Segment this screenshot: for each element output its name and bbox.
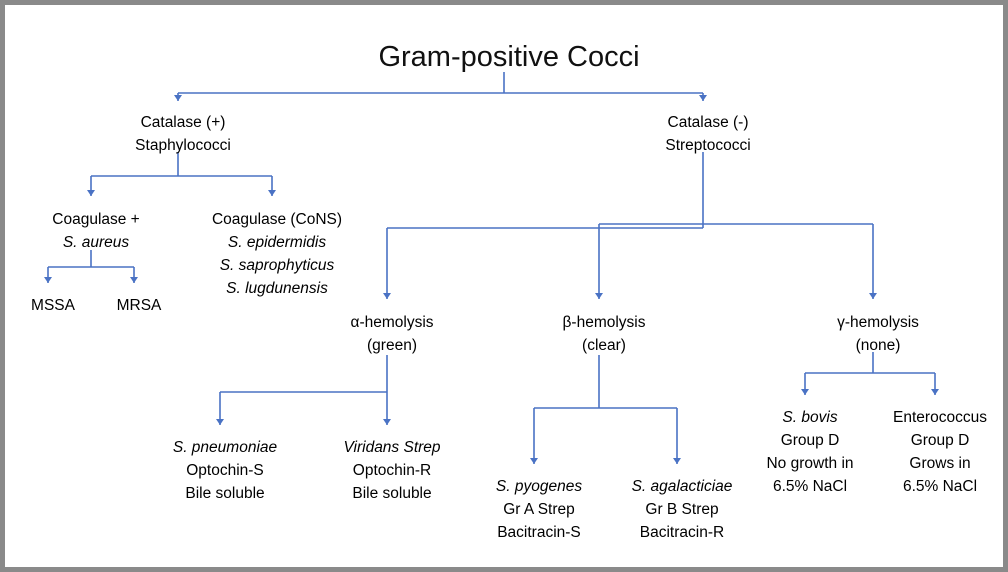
mrsa-node: MRSA xyxy=(117,294,162,317)
node-line: Bacitracin-R xyxy=(639,524,725,541)
node-line: S. bovis xyxy=(782,409,838,426)
node-line: Group D xyxy=(910,432,970,449)
node-line: S. pyogenes xyxy=(495,478,583,495)
node-line: S. lugdunensis xyxy=(226,280,328,297)
node-line: S. saprophyticus xyxy=(219,257,335,274)
node-line: S. pneumoniae xyxy=(172,439,278,456)
node-line: Viridans Strep xyxy=(343,439,441,456)
mssa-node: MSSA xyxy=(31,294,75,317)
node-line: S. epidermidis xyxy=(227,234,327,251)
node-line: Bile soluble xyxy=(352,485,432,502)
node-line: γ-hemolysis xyxy=(837,314,919,331)
node-line: S. agalacticiae xyxy=(631,478,733,495)
node-line: (none) xyxy=(855,337,901,354)
node-line: β-hemolysis xyxy=(562,314,646,331)
gamma-hemolysis-node: γ-hemolysis (none) xyxy=(837,311,919,357)
node-line: (green) xyxy=(367,337,417,354)
node-line: (clear) xyxy=(582,337,626,354)
node-line: 6.5% NaCl xyxy=(902,478,978,495)
diagram-title: Gram-positive Cocci xyxy=(378,41,640,73)
node-line: Streptococci xyxy=(665,137,751,154)
node-line: 6.5% NaCl xyxy=(772,478,848,495)
node-line: Catalase (+) xyxy=(140,114,226,131)
catalase-positive-node: Catalase (+) Staphylococci xyxy=(135,111,231,157)
alpha-hemolysis-node: α-hemolysis (green) xyxy=(350,311,433,357)
node-line: Bacitracin-S xyxy=(497,524,581,541)
node-line: Enterococcus xyxy=(893,409,987,426)
node-line: Catalase (-) xyxy=(667,114,749,131)
node-line: Coagulase + xyxy=(52,211,140,228)
node-line: Optochin-S xyxy=(186,462,264,479)
node-line: MSSA xyxy=(31,297,75,314)
node-line: Gr B Strep xyxy=(645,501,719,518)
beta-hemolysis-node: β-hemolysis (clear) xyxy=(563,311,646,357)
coagulase-negative-node: Coagulase (CoNS) S. epidermidis S. saproph… xyxy=(212,208,342,300)
catalase-negative-node: Catalase (-) Streptococci xyxy=(665,111,750,157)
node-line: Bile soluble xyxy=(185,485,265,502)
node-line: S. aureus xyxy=(62,234,130,251)
node-line: Optochin-R xyxy=(352,462,432,479)
node-line: Coagulase (CoNS) xyxy=(211,211,343,228)
connector-lines xyxy=(44,72,939,464)
node-line: Group D xyxy=(780,432,840,449)
node-line: α-hemolysis xyxy=(350,314,434,331)
coagulase-positive-node: Coagulase + S. aureus xyxy=(52,208,139,254)
node-line: No growth in xyxy=(766,455,854,472)
node-line: Grows in xyxy=(909,455,971,472)
node-line: Staphylococci xyxy=(135,137,231,154)
node-line: MRSA xyxy=(116,297,162,314)
node-line: Gr A Strep xyxy=(503,501,575,518)
